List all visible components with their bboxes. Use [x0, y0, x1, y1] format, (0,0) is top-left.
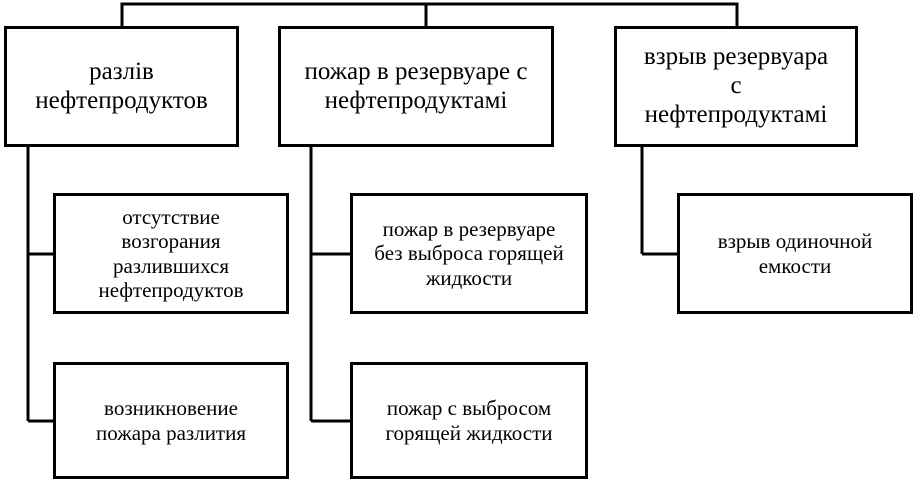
- node-tank-fire-line-1: пожар в резервуаре с: [304, 57, 528, 85]
- node-fire-no-ejection-line-1: пожар в резервуаре: [382, 217, 556, 242]
- node-no-ignition-line-4: нефтепродуктов: [98, 277, 244, 302]
- node-single-tank-explosion: взрыв одиночной емкости: [677, 193, 913, 314]
- node-fire-no-ejection-line-3: жидкости: [425, 265, 513, 290]
- node-tank-explosion-line-1: взрыв резервуара: [643, 43, 829, 71]
- node-tank-explosion-line-2: с: [730, 72, 742, 100]
- node-spill-fire: возникновение пожара разлития: [53, 362, 289, 479]
- node-single-tank-explosion-line-1: взрыв одиночной: [717, 229, 873, 254]
- node-fire-with-ejection-line-2: горящей жидкости: [385, 420, 553, 445]
- node-fire-no-ejection: пожар в резервуаре без выброса горящей ж…: [350, 193, 588, 314]
- node-tank-explosion: взрыв резервуара с нефтепродуктамi: [614, 26, 858, 147]
- node-tank-explosion-line-3: нефтепродуктамi: [644, 100, 828, 128]
- node-tank-fire-line-2: нефтепродуктамi: [324, 86, 508, 114]
- node-fire-with-ejection: пожар с выбросом горящей жидкости: [350, 362, 588, 479]
- node-spill-line-2: нефтепродуктов: [35, 86, 208, 114]
- node-fire-with-ejection-line-1: пожар с выбросом: [386, 396, 552, 421]
- node-spill-fire-line-2: пожара разлития: [95, 420, 247, 445]
- node-spill-line-1: разлiв: [89, 57, 154, 85]
- node-no-ignition: отсутствие возгорания разлившихся нефтеп…: [53, 193, 289, 314]
- node-single-tank-explosion-line-2: емкости: [758, 253, 832, 278]
- node-no-ignition-line-3: разлившихся: [112, 253, 230, 278]
- node-no-ignition-line-2: возгорания: [121, 229, 221, 254]
- node-tank-fire: пожар в резервуаре с нефтепродуктамi: [278, 26, 554, 147]
- node-fire-no-ejection-line-2: без выброса горящей: [374, 241, 564, 266]
- node-spill: разлiв нефтепродуктов: [4, 26, 239, 147]
- node-no-ignition-line-1: отсутствие: [122, 205, 220, 230]
- node-spill-fire-line-1: возникновение: [104, 396, 238, 421]
